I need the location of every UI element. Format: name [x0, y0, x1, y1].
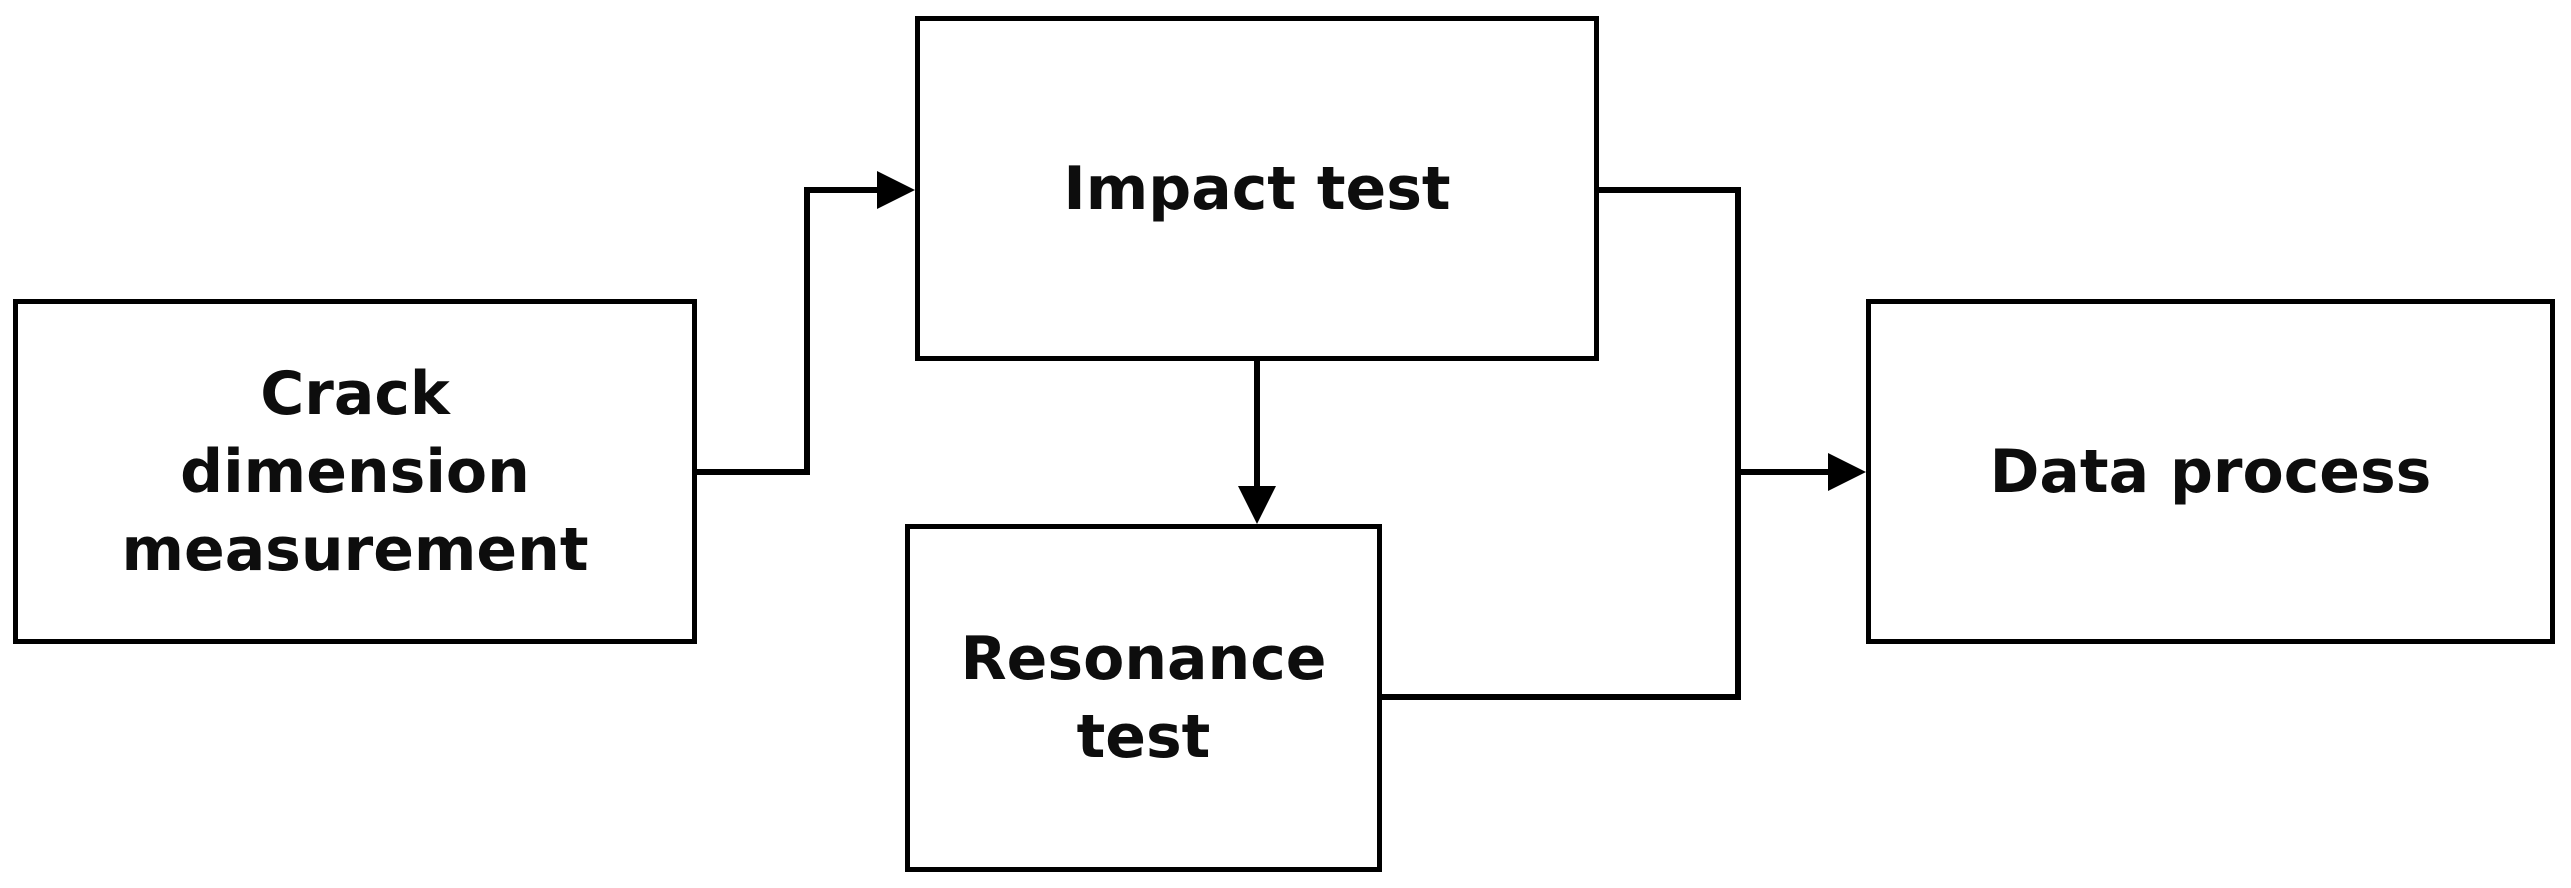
- edge-impact-to-dataprocess: [1599, 187, 1866, 491]
- edge-resonance-to-dataprocess: [1382, 472, 1741, 700]
- edge-crack-to-impact-line: [697, 187, 898, 475]
- node-label: Impact test: [1063, 153, 1451, 224]
- edge-impact-to-dataprocess-line: [1599, 187, 1849, 475]
- edge-resonance-to-dataprocess-line: [1382, 472, 1741, 700]
- node-data-process: Data process: [1866, 299, 2555, 644]
- edge-crack-to-impact: [697, 171, 915, 475]
- node-label: Data process: [1989, 436, 2432, 507]
- arrow-head-icon: [877, 171, 915, 209]
- arrow-head-icon: [1238, 486, 1276, 524]
- arrow-head-icon: [1828, 453, 1866, 491]
- node-impact-test: Impact test: [915, 16, 1599, 361]
- node-resonance-test: Resonance test: [905, 524, 1382, 872]
- node-crack-dimension-measurement: Crack dimension measurement: [13, 299, 697, 644]
- node-label: Resonance test: [960, 624, 1327, 772]
- edge-impact-to-resonance: [1238, 361, 1276, 524]
- node-label: Crack dimension measurement: [121, 358, 589, 585]
